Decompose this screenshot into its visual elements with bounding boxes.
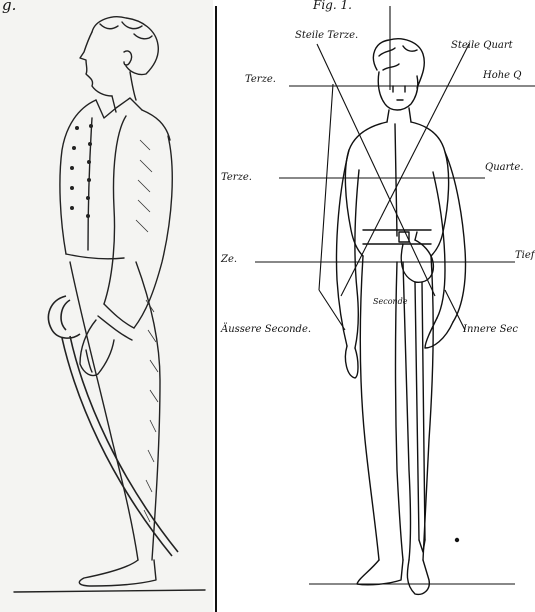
- right-plate: Fig. 1. Steile Terze. Steile Quart Terze…: [219, 0, 535, 612]
- label-aeussere-seconde: Äussere Seconde.: [221, 324, 311, 335]
- figure-caption: Fig. 1.: [313, 0, 352, 11]
- label-quarte-middle: Quarte.: [485, 162, 524, 173]
- label-steile-quarte: Steile Quart: [451, 40, 513, 51]
- label-hohe-quarte: Hohe Q: [483, 70, 521, 81]
- line-aeussere-seconde: [319, 84, 345, 330]
- line-steile-quarte: [341, 44, 469, 296]
- label-tiefe: Tief: [515, 250, 535, 261]
- label-steile-terze: Steile Terze.: [295, 30, 358, 41]
- label-terze-middle: Terze.: [221, 172, 252, 183]
- label-terze-low: Ze.: [221, 254, 237, 265]
- plate-divider-line: [215, 6, 217, 612]
- label-terze-top: Terze.: [245, 74, 276, 85]
- label-seconde: Seconde: [373, 296, 408, 307]
- label-innere-seconde: Innere Sec: [463, 324, 518, 335]
- left-plate: g.: [0, 0, 213, 612]
- line-innere-seconde: [445, 290, 465, 330]
- profile-figure-drawing: [0, 0, 213, 612]
